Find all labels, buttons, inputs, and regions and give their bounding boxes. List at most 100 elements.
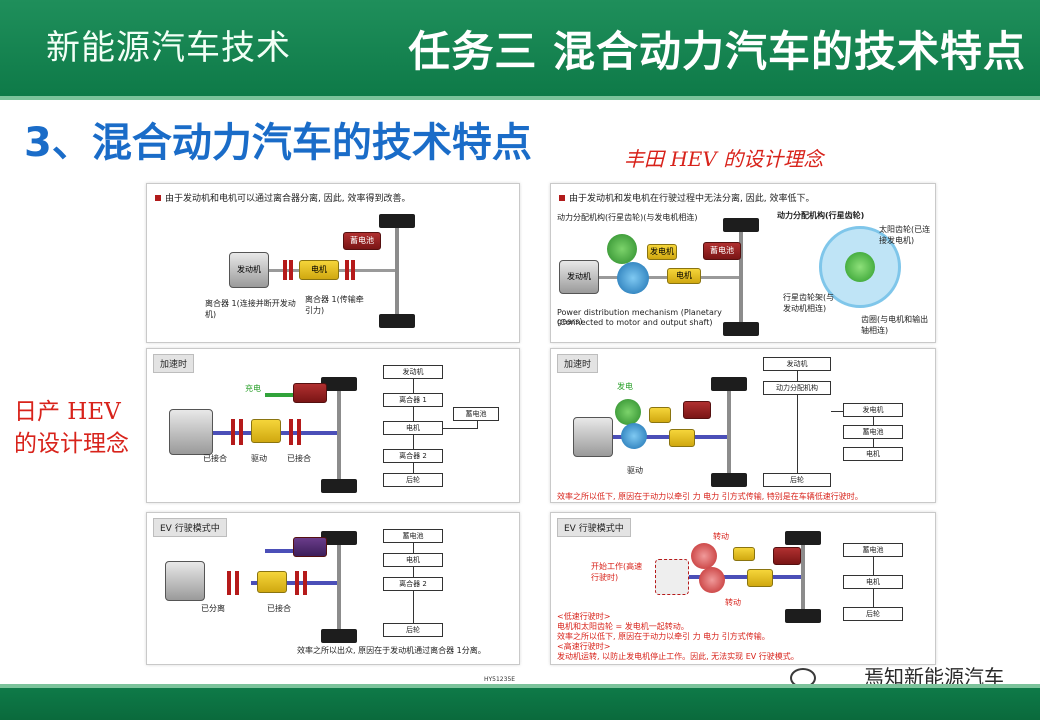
battery-block <box>293 537 327 557</box>
front-wheel <box>711 377 747 391</box>
figure-code: HY51235E <box>484 676 516 683</box>
flow-arrow <box>873 439 874 447</box>
nissan-caption-line1: 日产 HEV <box>14 399 121 425</box>
flow-arrow <box>443 428 477 429</box>
clutch-2 <box>289 419 293 445</box>
gear-red-icon <box>699 567 725 593</box>
motor-block: 电机 <box>299 260 339 280</box>
flow-motor: 电机 <box>843 575 903 589</box>
engine-block <box>573 417 613 457</box>
flow-engine: 发动机 <box>763 357 831 371</box>
panel-head: 加速时 <box>557 354 599 373</box>
toyota-ev-panel: EV 行驶模式中 转动 开始工作(高速行驶时) 转动 蓄电池 电机 后轮 <低速… <box>550 512 936 665</box>
clutch-2b <box>297 419 301 445</box>
engaged-label-1: 已接合 <box>203 454 227 463</box>
clutch1-label: 离合器 1(连接并断开发动机) <box>205 299 296 319</box>
english-caption-1: Power distribution mechanism (Planetary … <box>557 308 722 326</box>
engaged-label-2: 已接合 <box>287 454 311 463</box>
flow-rear: 后轮 <box>763 473 831 487</box>
flow-arrow <box>413 435 414 449</box>
power-flow-blue <box>689 575 801 579</box>
clutch-2 <box>295 571 299 595</box>
carrier-label: 行星齿轮架(与发动机相连) <box>783 293 835 313</box>
toyota-caption: 丰田 HEV 的设计理念 <box>624 147 824 171</box>
engine-block: 发动机 <box>559 260 599 294</box>
generator-block: 发电机 <box>647 244 677 260</box>
header-bar: 新能源汽车技术 任务三 混合动力汽车的技术特点 <box>0 0 1040 100</box>
flow-clutch1: 离合器 1 <box>383 393 443 407</box>
axle <box>337 391 341 479</box>
nissan-caption-line2: 的设计理念 <box>14 431 129 457</box>
generator-block <box>649 407 671 423</box>
flow-generator: 发电机 <box>843 403 903 417</box>
separated-label: 已分离 <box>201 604 225 613</box>
sun-gear-icon <box>845 252 875 282</box>
clutch-1b <box>289 260 293 280</box>
axle <box>801 545 805 609</box>
flow-motor: 电机 <box>843 447 903 461</box>
charge-label: 充电 <box>245 384 261 393</box>
engine-block <box>169 409 213 455</box>
panel-head: EV 行驶模式中 <box>557 518 631 537</box>
panel-note: 由于发动机和发电机在行驶过程中无法分离, 因此, 效率低下。 <box>559 191 814 204</box>
clutch-1 <box>231 419 235 445</box>
engine-block <box>165 561 205 601</box>
flow-arrow <box>413 379 414 393</box>
flow-arrow <box>413 407 414 421</box>
drive-label: 驱动 <box>627 466 643 475</box>
battery-block: 蓄电池 <box>703 242 741 260</box>
flow-battery: 蓄电池 <box>843 543 903 557</box>
note-line-4: <高速行驶时> <box>557 642 611 651</box>
panel-head: EV 行驶模式中 <box>153 518 227 537</box>
front-wheel <box>785 531 821 545</box>
motor-block <box>251 419 281 443</box>
rear-wheel <box>379 314 415 328</box>
footer-bar <box>0 684 1040 720</box>
flow-motor: 电机 <box>383 421 443 435</box>
power-flow-blue <box>251 581 337 585</box>
motor-block <box>257 571 287 593</box>
planetary-gear-green-icon <box>607 234 637 264</box>
flow-engine: 发动机 <box>383 365 443 379</box>
course-title: 新能源汽车技术 <box>46 28 291 68</box>
battery-block <box>773 547 801 565</box>
psd-title: 动力分配机构(行星齿轮) <box>777 211 865 220</box>
note-line-5: 发动机运转, 以防止发电机停止工作。因此, 无法实现 EV 行驶模式。 <box>557 652 799 661</box>
clutch-1b <box>235 571 239 595</box>
nissan-ev-panel: EV 行驶模式中 已分离 已接合 蓄电池 电机 离合器 2 后轮 效率之所以出众… <box>146 512 520 665</box>
flow-motor: 电机 <box>383 553 443 567</box>
section-title: 3、混合动力汽车的技术特点 <box>24 120 532 166</box>
toyota-structure-panel: 由于发动机和发电机在行驶过程中无法分离, 因此, 效率低下。 动力分配机构(行星… <box>550 183 936 343</box>
motor-block <box>747 569 773 587</box>
engine-block: 发动机 <box>229 252 269 288</box>
flow-arrow <box>873 417 874 425</box>
note-line-3: 效率之所以低下, 原因在于动力以牵引 力 电力 引方式传输。 <box>557 632 770 641</box>
flow-arrow <box>873 557 874 575</box>
generator-block <box>733 547 755 561</box>
panel-head: 加速时 <box>153 354 195 373</box>
flow-clutch2: 离合器 2 <box>383 449 443 463</box>
flow-battery: 蓄电池 <box>453 407 499 421</box>
panel-footnote: 效率之所以低下, 原因在于动力以牵引 力 电力 引方式传输, 特别是在车辆低速行… <box>557 492 863 501</box>
sun-gear-label: 太阳齿轮(已连接发电机) <box>879 225 931 245</box>
rear-wheel <box>723 322 759 336</box>
battery-flow <box>265 549 305 553</box>
axle <box>739 232 743 322</box>
clutch-1 <box>227 571 231 595</box>
planetary-gear-green-icon <box>615 399 641 425</box>
engaged-label: 已接合 <box>267 604 291 613</box>
generate-label: 发电 <box>617 382 633 391</box>
battery-block: 蓄电池 <box>343 232 381 250</box>
flow-battery: 蓄电池 <box>383 529 443 543</box>
nissan-structure-panel: 由于发动机和电机可以通过离合器分离, 因此, 效率得到改善。 发动机 电机 蓄电… <box>146 183 520 343</box>
task-title: 任务三 混合动力汽车的技术特点 <box>408 27 1026 76</box>
flow-psd: 动力分配机构 <box>763 381 831 395</box>
axle <box>337 545 341 629</box>
planetary-gear-blue-icon <box>621 423 647 449</box>
flow-arrow <box>831 411 843 412</box>
ring-gear-label: 齿圈(与电机和输出轴相连) <box>861 315 929 335</box>
nissan-accel-panel: 加速时 充电 已接合 驱动 已接合 发动机 离合器 1 电机 离合器 2 后轮 … <box>146 348 520 503</box>
front-wheel <box>321 377 357 391</box>
axle <box>395 228 399 314</box>
planetary-gear-blue-icon <box>617 262 649 294</box>
